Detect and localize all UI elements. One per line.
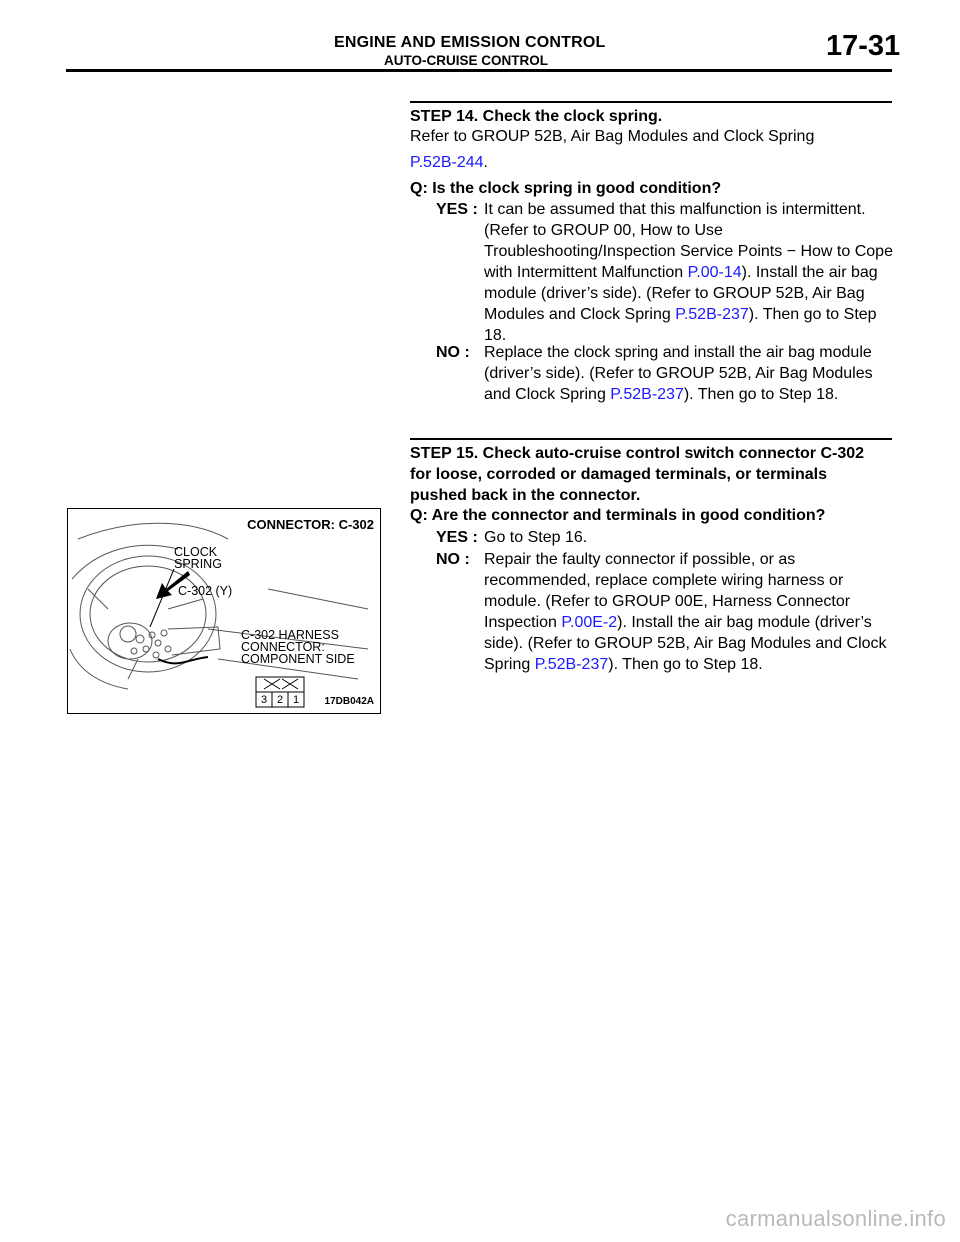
link-p52b-244[interactable]: P.52B-244 [410,154,484,171]
pin-number: 2 [277,694,284,706]
link-p52b-237[interactable]: P.52B-237 [534,656,609,673]
pin-number: 3 [261,694,268,706]
answer-text: ). Then go to Step 18. [484,306,877,344]
figure-code: 17DB042A [324,696,374,707]
label-connector: CONNECTOR: [241,640,325,654]
yes-label: YES : [436,529,478,546]
step15-question: Q: Are the connector and terminals in go… [410,507,826,524]
header-rule [66,69,892,72]
pin-number: 1 [293,694,300,706]
no-label: NO : [436,551,470,568]
step15-rule [410,438,892,440]
label-clock: CLOCK [174,545,218,559]
step14-ref-end: . [483,154,488,171]
figure-title: CONNECTOR: C-302 [247,517,374,532]
answer-text: Go to Step 16. [484,529,588,546]
steering-wheel-illustration [69,522,369,708]
connector-figure: CONNECTOR: C-302 CLOCK SPRING C-302 (Y) … [67,508,381,714]
step15-no-answer: NO : Repair the faulty connector if poss… [436,549,896,675]
link-p52b-237[interactable]: P.52B-237 [675,306,749,323]
label-c302: C-302 (Y) [178,584,233,598]
page-number: 17-31 [826,30,901,62]
step14-question: Q: Is the clock spring in good condition… [410,180,722,197]
label-component-side: COMPONENT SIDE [241,652,355,666]
header-title: ENGINE AND EMISSION CONTROL [334,34,606,51]
step14-heading: STEP 14. Check the clock spring. [410,108,663,125]
label-spring: SPRING [174,557,222,571]
answer-text: Repair the faulty connector if possible,… [484,551,851,631]
answer-text: ). Install the air bag module (driver’s … [484,614,887,673]
yes-label: YES : [436,201,478,218]
step14-no-answer: NO : Replace the clock spring and instal… [436,342,896,405]
answer-text: ). Then go to Step 18. [608,656,763,673]
no-label: NO : [436,344,470,361]
step15-yes-answer: YES : Go to Step 16. [436,527,896,548]
link-p00e-2[interactable]: P.00E-2 [561,614,618,631]
label-harness: C-302 HARNESS [241,628,339,642]
link-p52b-237[interactable]: P.52B-237 [610,386,684,403]
step14-reference: Refer to GROUP 52B, Air Bag Modules and … [410,126,870,173]
answer-text: ). Then go to Step 18. [683,386,839,403]
answer-text: It can be assumed that this malfunction … [484,201,893,281]
answer-text: ). Install the air bag module (driver’s … [484,264,878,323]
step14-yes-answer: YES : It can be assumed that this malfun… [436,199,896,346]
step14-rule [410,101,892,103]
answer-text: Replace the clock spring and install the… [484,344,873,403]
step14-ref-text: Refer to GROUP 52B, Air Bag Modules and … [410,128,815,145]
header-subtitle: AUTO-CRUISE CONTROL [384,53,548,68]
step15-heading: STEP 15. Check auto-cruise control switc… [410,445,865,504]
link-p00-14[interactable]: P.00-14 [687,264,742,281]
footer-watermark: carmanualsonline.info [725,1206,946,1231]
